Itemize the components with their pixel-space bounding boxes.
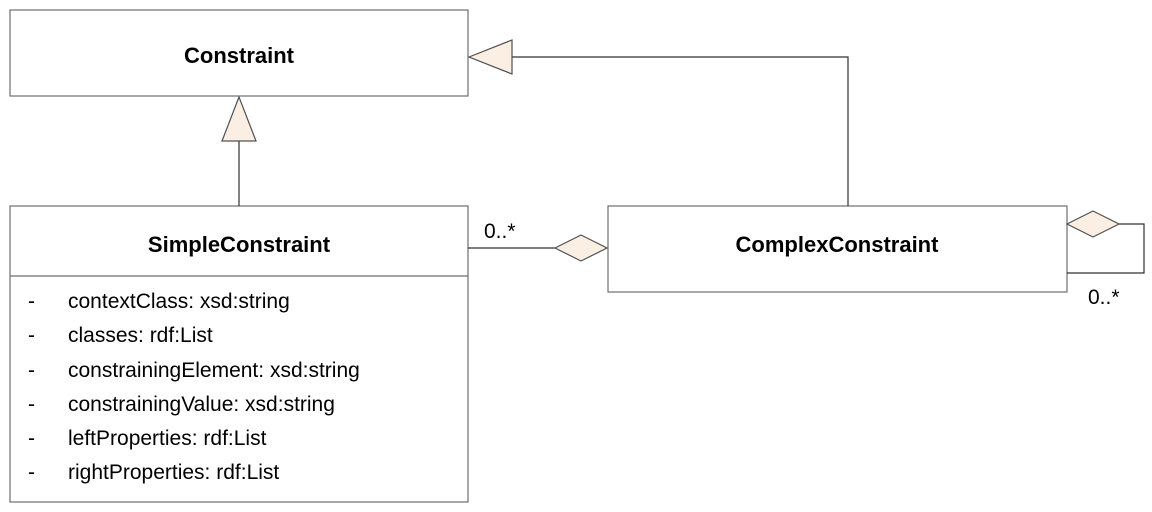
class-constraint-name: Constraint <box>184 43 295 68</box>
attribute-constraining-element: constrainingElement: xsd:string <box>68 359 360 382</box>
class-simple-constraint-name: SimpleConstraint <box>148 232 331 257</box>
attribute-left-properties: leftProperties: rdf:List <box>68 427 267 450</box>
class-complex-constraint[interactable]: ComplexConstraint <box>607 205 1068 293</box>
class-complex-constraint-name: ComplexConstraint <box>736 232 940 257</box>
class-constraint-box <box>9 9 469 97</box>
aggregation-diamond-icon <box>1065 210 1121 238</box>
generalization-complex-to-constraint <box>467 39 849 206</box>
attribute-visibility: - <box>28 427 35 450</box>
aggregation-line <box>1067 223 1145 274</box>
multiplicity-label: 0..* <box>484 220 516 243</box>
class-constraint[interactable]: Constraint <box>9 9 469 97</box>
aggregation-complex-self: 0..* <box>1065 210 1145 309</box>
class-simple-constraint-box <box>9 205 469 503</box>
generalization-arrowhead-icon <box>467 39 513 75</box>
generalization-simple-to-constraint <box>221 95 257 206</box>
generalization-line <box>512 56 849 206</box>
attribute-visibility: - <box>28 324 35 347</box>
attribute-constraining-value: constrainingValue: xsd:string <box>68 393 335 416</box>
attribute-classes: classes: rdf:List <box>68 324 213 347</box>
attribute-visibility: - <box>28 393 35 416</box>
attribute-visibility: - <box>28 290 35 313</box>
class-simple-constraint[interactable]: SimpleConstraint - contextClass: xsd:str… <box>9 205 469 503</box>
attribute-visibility: - <box>28 461 35 484</box>
aggregation-diamond-icon <box>553 234 609 262</box>
attribute-visibility: - <box>28 359 35 382</box>
attribute-context-class: contextClass: xsd:string <box>68 290 290 313</box>
class-complex-constraint-box <box>607 205 1068 293</box>
aggregation-simple-to-complex: 0..* <box>468 220 609 262</box>
generalization-arrowhead-icon <box>221 95 257 142</box>
multiplicity-label: 0..* <box>1088 286 1120 309</box>
attribute-right-properties: rightProperties: rdf:List <box>68 461 279 484</box>
